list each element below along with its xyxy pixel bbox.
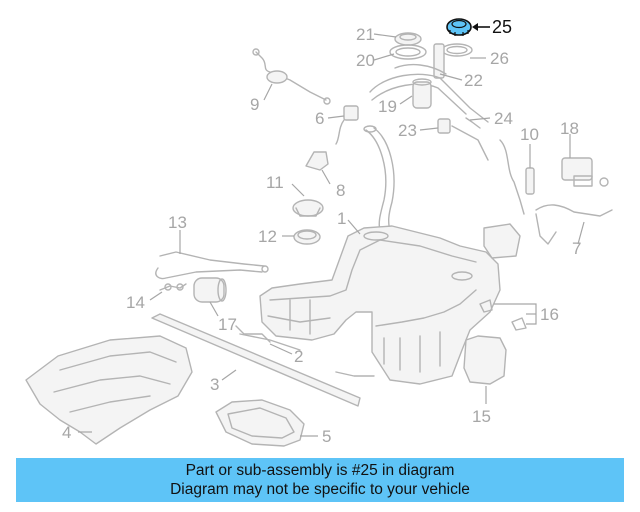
fuel-filter-drawing	[193, 277, 227, 303]
part-5-drawing	[215, 399, 305, 447]
callout-5: 5	[322, 427, 331, 446]
part-18-drawing	[561, 157, 609, 187]
callout-15: 15	[472, 407, 491, 426]
part-25-drawing	[446, 18, 472, 36]
part-21-drawing	[394, 32, 422, 46]
part-15-drawing	[463, 335, 507, 385]
callout-12: 12	[258, 227, 277, 246]
callout-21: 21	[356, 25, 375, 44]
part-14-drawing	[159, 283, 187, 291]
callout-19: 19	[378, 97, 397, 116]
part-10-drawing	[499, 139, 535, 215]
callout-4: 4	[62, 423, 71, 442]
part-16-drawing	[479, 299, 527, 331]
part-2-drawing	[239, 333, 375, 377]
callout-3: 3	[210, 375, 219, 394]
banner-line-disclaimer: Diagram may not be specific to your vehi…	[170, 481, 470, 498]
part-8-drawing	[305, 151, 329, 171]
part-3-drawing	[151, 313, 361, 407]
callout-13: 13	[168, 213, 187, 232]
callout-25: 25	[492, 17, 512, 37]
part-11-drawing	[292, 199, 324, 217]
callout-8: 8	[336, 181, 345, 200]
info-banner: Part or sub-assembly is #25 in diagram D…	[16, 458, 624, 502]
callout-2: 2	[294, 347, 303, 366]
callout-7: 7	[572, 239, 581, 258]
part-22-drawing	[369, 43, 489, 123]
part-17-drawing	[235, 325, 271, 343]
banner-line-part-number: Part or sub-assembly is #25 in diagram	[185, 462, 455, 479]
leader-lines	[78, 23, 585, 437]
callout-26: 26	[490, 49, 509, 68]
callout-10: 10	[520, 125, 539, 144]
callout-11: 11	[266, 173, 284, 192]
callout-9: 9	[250, 95, 259, 114]
part-23-drawing	[437, 118, 489, 161]
part-19-drawing	[412, 78, 432, 109]
callout-18: 18	[560, 119, 579, 138]
callout-17: 17	[218, 315, 237, 334]
callout-22: 22	[464, 71, 483, 90]
part-6-drawing	[335, 105, 359, 145]
part-12-drawing	[293, 229, 321, 245]
callout-20: 20	[356, 51, 375, 70]
callout-23: 23	[398, 121, 417, 140]
part-1-drawing	[259, 223, 521, 385]
part-7-drawing	[535, 204, 613, 245]
callout-1: 1	[337, 209, 346, 228]
parts-diagram: 1 2 3 4 5 6 7 8 9 10 11 12 13 14 15 16 1…	[25, 17, 613, 447]
part-9-drawing	[252, 48, 331, 105]
part-4-drawing	[25, 335, 193, 445]
callout-14: 14	[126, 293, 145, 312]
part-26-drawing	[441, 43, 473, 57]
callout-24: 24	[494, 109, 513, 128]
callout-16: 16	[540, 305, 559, 324]
part-20-drawing	[389, 44, 427, 60]
callout-labels: 1 2 3 4 5 6 7 8 9 10 11 12 13 14 15 16 1…	[62, 17, 581, 446]
part-13-drawing	[155, 251, 269, 280]
part-24-drawing	[465, 117, 481, 129]
filler-neck-drawing	[363, 125, 395, 233]
callout-6: 6	[315, 109, 324, 128]
